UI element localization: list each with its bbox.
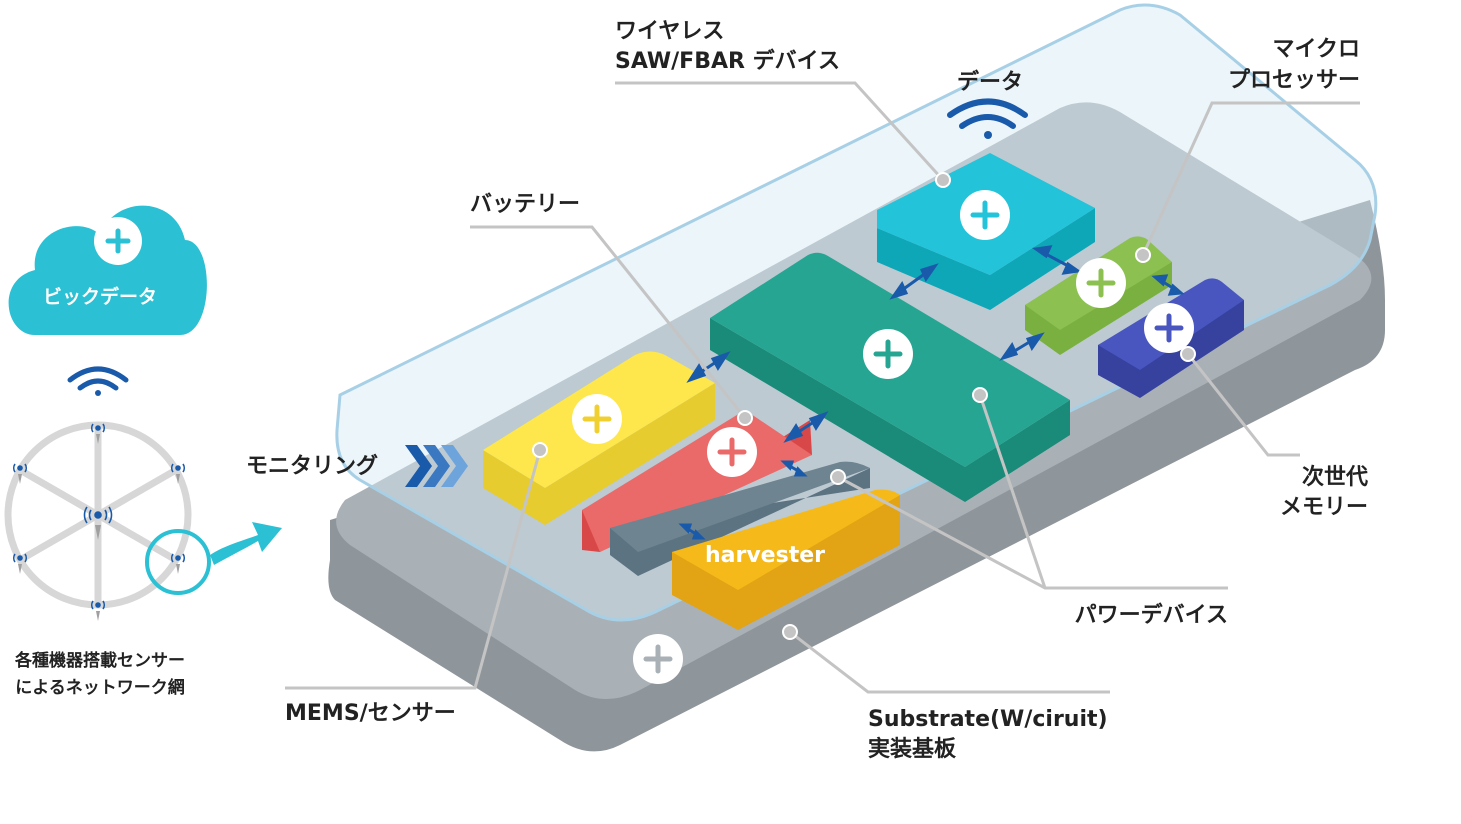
double-arrow-icon xyxy=(1151,274,1185,296)
double-arrow-icon xyxy=(889,263,939,300)
monitoring-label: モニタリング xyxy=(246,453,378,479)
network-caption-line2: によるネットワーク網 xyxy=(15,677,185,698)
power-device-label: パワーデバイス xyxy=(1075,602,1228,628)
curved-arrow-icon xyxy=(210,522,282,565)
double-arrow-icon xyxy=(999,332,1045,361)
cloud-plus-button[interactable] xyxy=(94,217,142,265)
wifi-icon xyxy=(67,366,129,396)
harvester-block: harvester xyxy=(672,489,900,630)
double-arrow-icon xyxy=(780,460,808,477)
micro-label-line2: プロセッサー xyxy=(1228,68,1360,93)
network-caption-line1: 各種機器搭載センサー xyxy=(14,650,185,671)
double-arrow-icon xyxy=(686,351,731,383)
nextgen-label-line1: 次世代 xyxy=(1302,464,1368,490)
double-arrow-icon xyxy=(678,523,706,540)
mems-plus-button[interactable] xyxy=(572,394,622,444)
mems-label: MEMS/センサー xyxy=(285,701,456,726)
data-label: データ xyxy=(957,69,1023,95)
highlight-circle xyxy=(145,529,211,595)
double-arrow-icon xyxy=(1032,245,1082,275)
slate-bar xyxy=(610,461,870,576)
big-data-cloud: ビックデータ xyxy=(8,205,207,335)
substrate-label-line2: 実装基板 xyxy=(868,736,957,762)
antenna-icon-group xyxy=(12,423,186,621)
sensor-network-wheel xyxy=(4,421,192,609)
power-device-plus-button[interactable] xyxy=(863,329,913,379)
microprocessor-plus-button[interactable] xyxy=(1076,258,1126,308)
wireless-label-line2: SAW/FBAR デバイス xyxy=(615,48,840,74)
leader-dots xyxy=(532,172,1196,640)
nextgen-label-line2: メモリー xyxy=(1280,495,1368,520)
monitoring-chevrons-icon xyxy=(405,445,468,487)
connection-arrows xyxy=(678,245,1185,540)
micro-label-line1: マイクロ xyxy=(1272,37,1360,62)
data-wifi-icon xyxy=(947,98,1028,139)
double-arrow-icon xyxy=(783,411,829,443)
wireless-label-line1: ワイヤレス xyxy=(615,19,724,44)
big-data-label: ビックデータ xyxy=(43,285,157,308)
substrate-label-line1: Substrate(W/ciruit) xyxy=(868,707,1108,732)
battery-label: バッテリー xyxy=(470,192,580,217)
substrate-plus-button[interactable] xyxy=(633,634,683,684)
battery-plus-button[interactable] xyxy=(707,427,757,477)
wireless-plus-button[interactable] xyxy=(960,190,1010,240)
harvester-label: harvester xyxy=(705,543,825,568)
memory-plus-button[interactable] xyxy=(1144,303,1194,353)
leader-lines xyxy=(285,81,1360,694)
